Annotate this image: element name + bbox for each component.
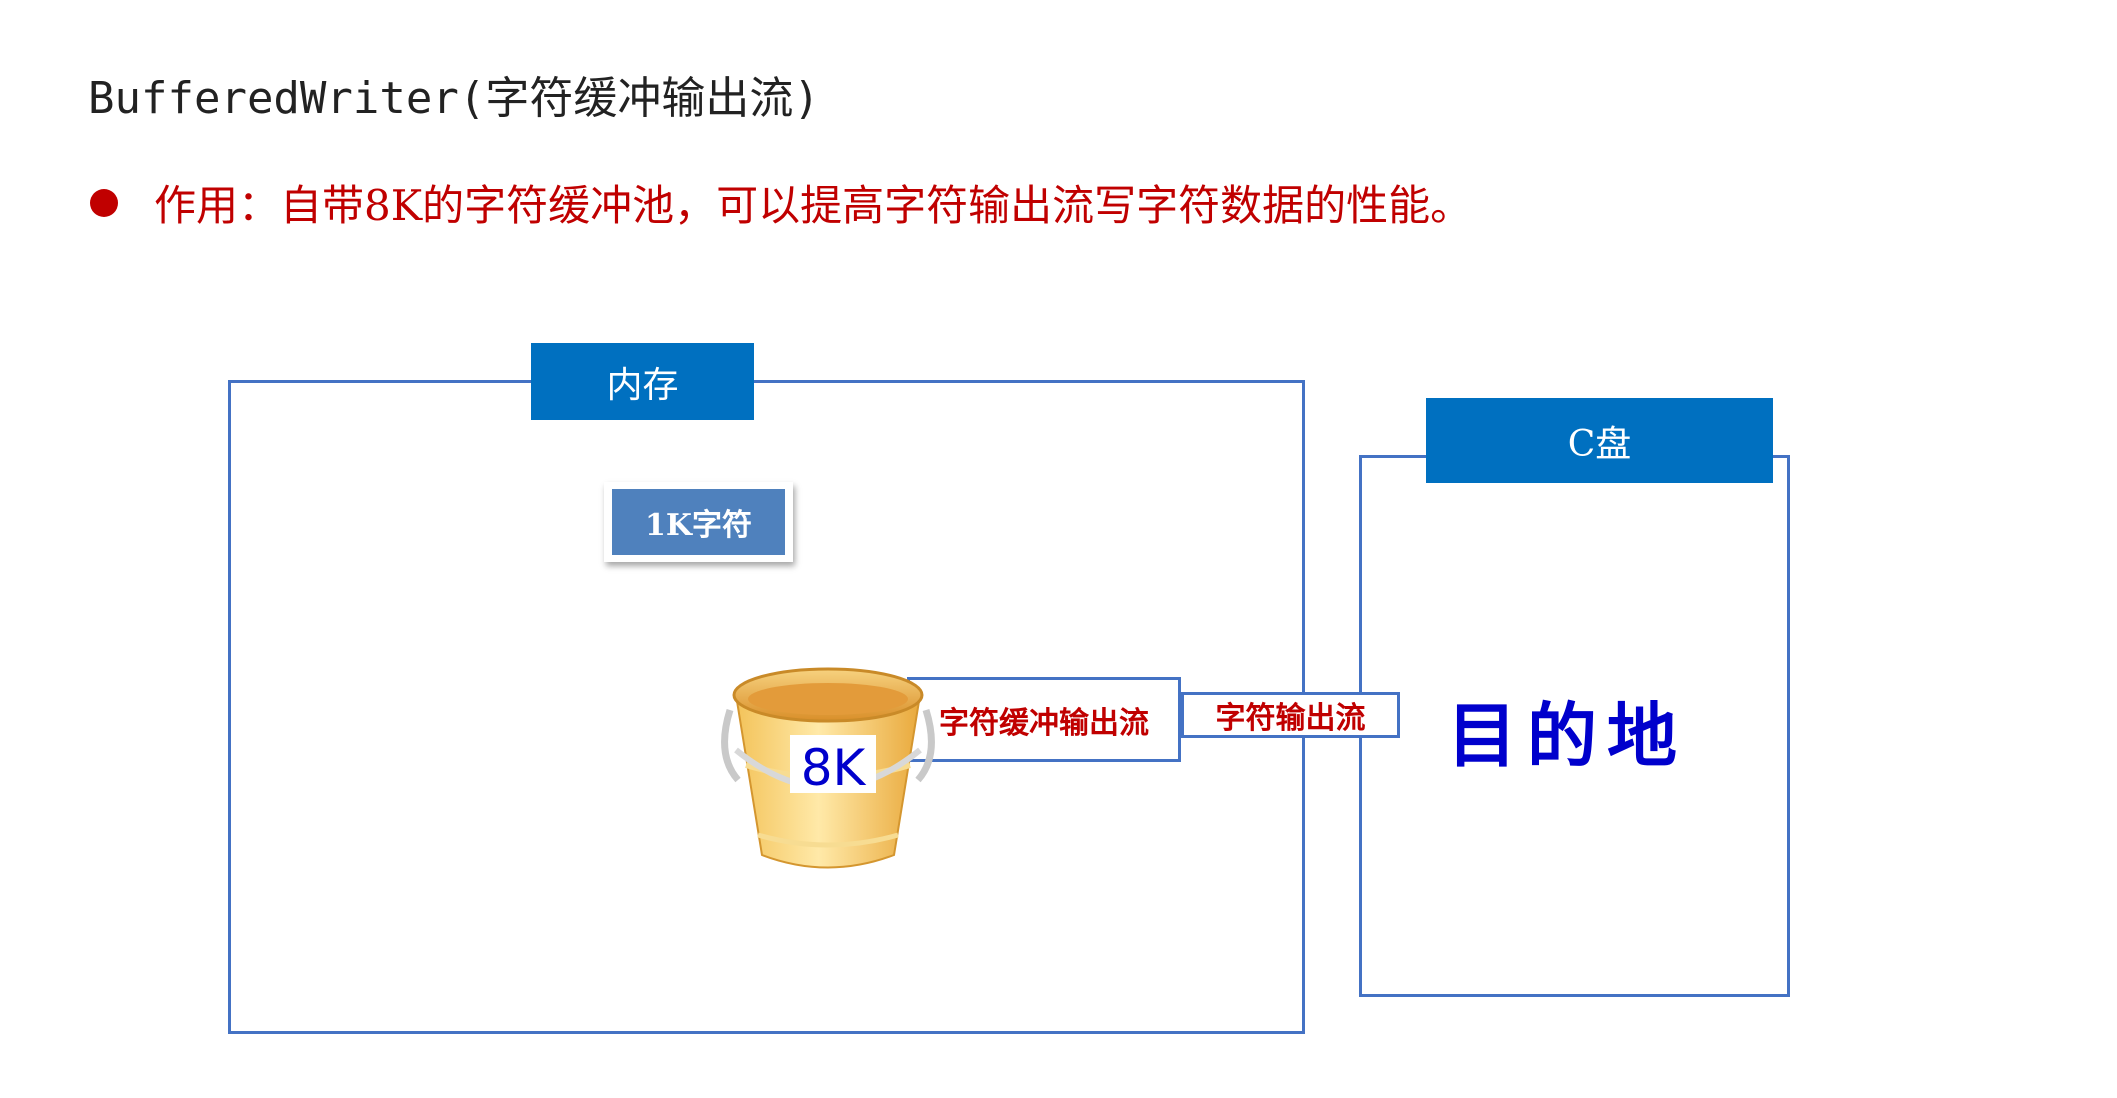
bucket-icon: 8K bbox=[721, 667, 935, 869]
memory-label: 内存 bbox=[531, 343, 754, 420]
char-stream-box: 字符输出流 bbox=[1181, 692, 1400, 738]
char-chunk-label: 1K字符 bbox=[612, 489, 785, 555]
bucket-label: 8K bbox=[801, 739, 867, 797]
bullet-dot-icon bbox=[90, 188, 118, 217]
destination-label: 目的地 bbox=[1447, 695, 1687, 777]
bullet-item: 作用：自带8K的字符缓冲池，可以提高字符输出流写字符数据的性能。 bbox=[90, 172, 1472, 233]
bullet-text: 作用：自带8K的字符缓冲池，可以提高字符输出流写字符数据的性能。 bbox=[154, 181, 1473, 230]
slide-title: BufferedWriter(字符缓冲输出流) bbox=[88, 73, 820, 124]
disk-label: C盘 bbox=[1426, 398, 1773, 483]
buffered-stream-box: 字符缓冲输出流 bbox=[907, 677, 1181, 762]
char-chunk-card: 1K字符 bbox=[604, 482, 793, 562]
